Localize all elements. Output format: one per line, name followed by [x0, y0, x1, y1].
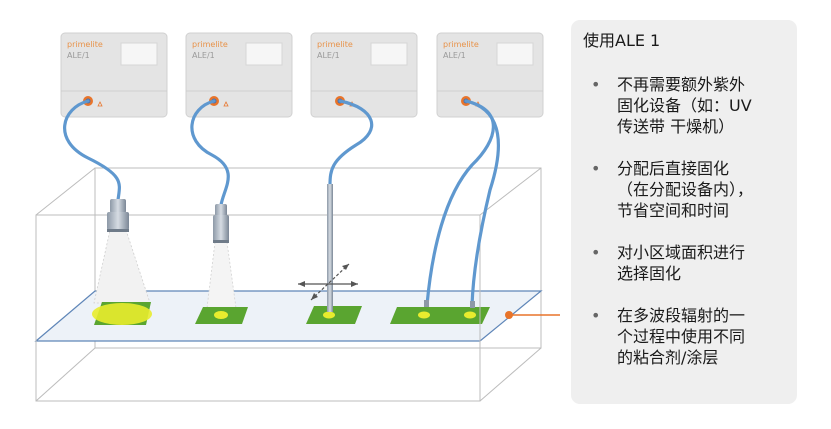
benefit-item: • 不再需要额外紫外 固化设备（如：UV 传送带 干燥机）	[583, 74, 785, 137]
pcb-3	[306, 306, 362, 324]
pcb-5	[434, 307, 490, 324]
benefit-item: • 对小区域面积进行 选择固化	[583, 242, 785, 284]
ale-unit-1: primelite ALE/1	[60, 32, 168, 118]
lens-head-2	[213, 204, 229, 243]
fiber-tip-4a	[424, 300, 429, 307]
benefit-line: 选择固化	[617, 264, 682, 283]
benefits-panel: 使用ALE 1 • 不再需要额外紫外 固化设备（如：UV 传送带 干燥机） • …	[571, 20, 797, 404]
ale-unit-2: primelite ALE/1	[185, 32, 293, 118]
ale-unit-4: primelite ALE/1	[436, 32, 544, 118]
unit-4-brand: primelite	[443, 40, 479, 49]
pcb-1	[92, 302, 152, 325]
benefit-line: 个过程中使用不同	[617, 327, 746, 346]
cure-spot-2	[214, 311, 228, 319]
cable-3	[328, 99, 374, 187]
cure-spot-5	[464, 311, 476, 319]
benefit-item: • 在多波段辐射的一 个过程中使用不同 的粘合剂/涂层	[583, 305, 785, 368]
lens-head-1	[107, 199, 129, 232]
enclosure-back	[35, 167, 542, 402]
bullet-icon: •	[591, 75, 601, 94]
unit-2-brand: primelite	[192, 40, 228, 49]
benefit-item: • 分配后直接固化 （在分配设备内）， 节省空间和时间	[583, 158, 785, 221]
benefit-line: 传送带 干燥机）	[617, 117, 735, 136]
panel-title: 使用ALE 1	[583, 31, 661, 50]
light-cone-1	[93, 229, 151, 304]
benefit-line: 对小区域面积进行	[617, 243, 746, 262]
uv-curing-diagram: primelite ALE/1 primelite ALE/1 primelit…	[34, 32, 560, 402]
needle-probe	[327, 184, 333, 312]
unit-3-brand: primelite	[317, 40, 353, 49]
cure-spot-3	[323, 311, 335, 319]
benefit-line: 节省空间和时间	[617, 201, 730, 220]
plate-pointer	[505, 311, 560, 319]
unit-2-model: ALE/1	[192, 51, 215, 60]
cable-4a	[425, 99, 495, 307]
cable-4b	[464, 99, 500, 308]
unit-1-warning-icon	[97, 101, 103, 107]
unit-2-warning-icon	[223, 101, 229, 107]
benefit-line: 不再需要额外紫外	[617, 75, 746, 94]
work-plate	[34, 290, 543, 342]
benefit-line: 的粘合剂/涂层	[617, 348, 719, 367]
benefits-list: • 不再需要额外紫外 固化设备（如：UV 传送带 干燥机） • 分配后直接固化 …	[583, 74, 785, 368]
benefit-line: （在分配设备内），	[617, 180, 754, 199]
pcb-2	[195, 307, 248, 324]
light-cone-2	[206, 241, 237, 309]
cure-spot-4	[418, 311, 430, 319]
bullet-icon: •	[591, 159, 601, 178]
cure-spot-1	[92, 303, 152, 325]
cable-2	[190, 99, 230, 207]
benefit-line: 分配后直接固化	[617, 159, 730, 178]
unit-1-model: ALE/1	[67, 51, 90, 60]
xyz-axes-icon	[298, 263, 358, 301]
enclosure-front	[35, 167, 542, 402]
unit-1-brand: primelite	[67, 40, 103, 49]
unit-3-model: ALE/1	[317, 51, 340, 60]
benefit-line: 固化设备（如：UV	[617, 96, 752, 115]
fiber-tip-4b	[470, 301, 475, 308]
bullet-icon: •	[591, 306, 601, 325]
cable-1	[63, 99, 121, 202]
unit-4-model: ALE/1	[443, 51, 466, 60]
ale-unit-3: primelite ALE/1	[310, 32, 418, 118]
benefit-line: 在多波段辐射的一	[617, 306, 746, 325]
pcb-4	[390, 307, 444, 324]
bullet-icon: •	[591, 243, 601, 262]
